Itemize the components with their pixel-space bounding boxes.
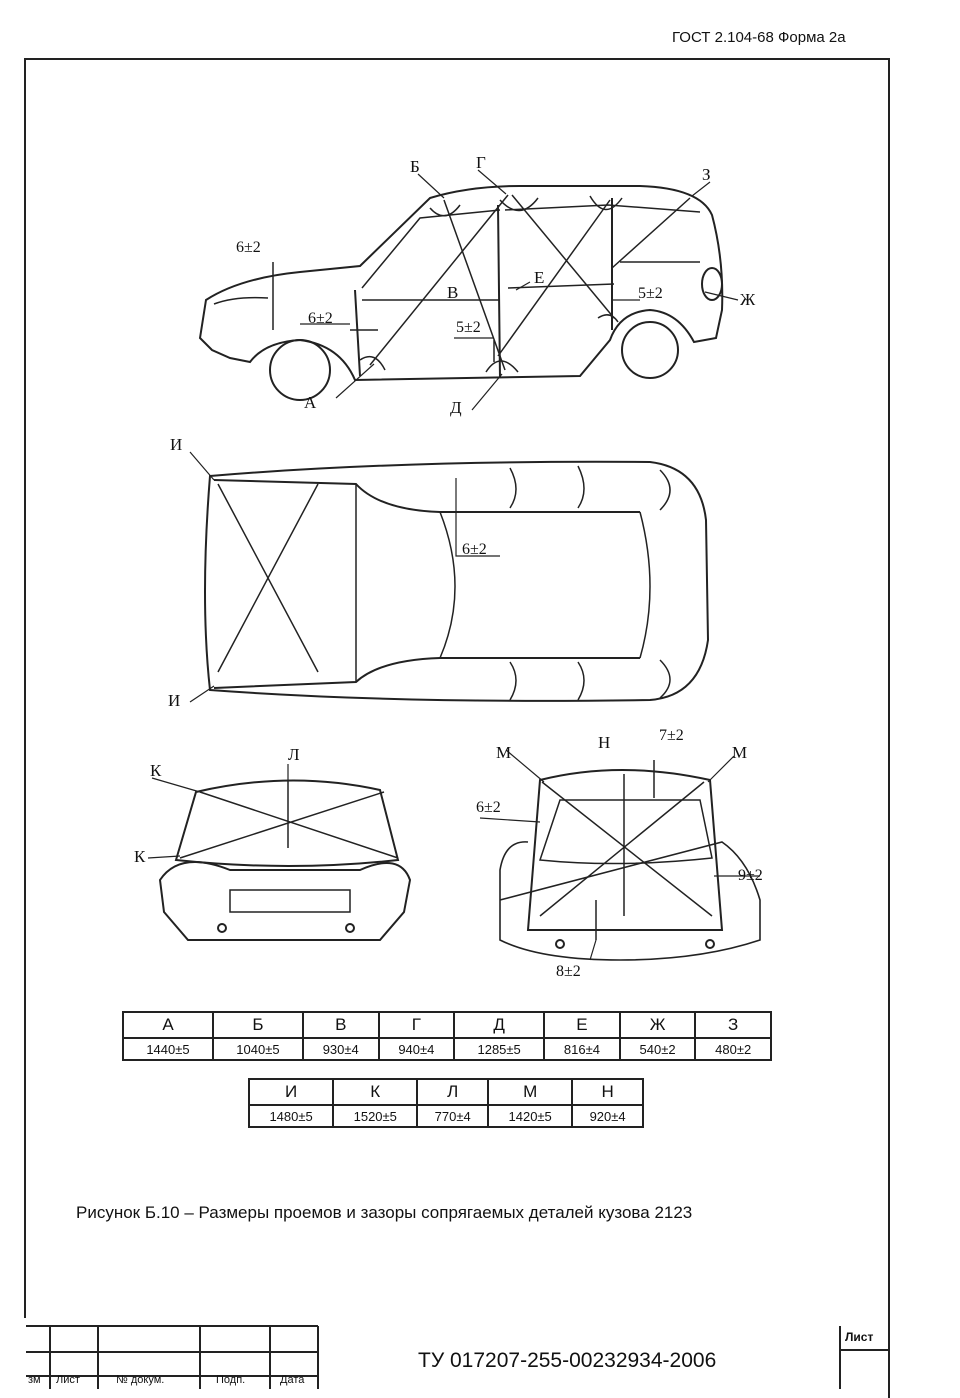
title-block-col: Подп.: [216, 1374, 246, 1386]
side-view: [198, 169, 739, 411]
table-cell: 1480±5: [247, 1104, 335, 1128]
table-cell: 480±2: [694, 1037, 772, 1061]
table-cell: 816±4: [543, 1037, 621, 1061]
dimension-table-top: А Б В Г Д Е Ж З 1440±5 1040±5 930±4 940±…: [122, 1011, 772, 1061]
hood-view: [147, 764, 412, 941]
table-cell: 1420±5: [487, 1104, 574, 1128]
table-cell: 1440±5: [122, 1037, 214, 1061]
table-cell: 540±2: [618, 1037, 697, 1061]
title-block-col: Дата: [280, 1374, 305, 1386]
dimension-table-bottom: И К Л М Н 1480±5 1520±5 770±4 1420±5 920…: [247, 1078, 644, 1128]
gap-label: 5±2: [456, 319, 481, 336]
table-cell: 1040±5: [211, 1037, 304, 1061]
gap-label: 9±2: [738, 867, 763, 884]
point-label: И: [170, 435, 182, 454]
top-view: [189, 451, 710, 703]
rear-point-labels: М Н М 7±2 6±2 9±2 8±2: [476, 727, 763, 980]
table-cell: 1520±5: [332, 1104, 419, 1128]
title-block-lines: [26, 1325, 888, 1389]
point-label: Д: [450, 398, 462, 417]
table-header: Д: [453, 1011, 546, 1039]
hood-point-labels: К Л К: [134, 745, 300, 866]
table-header: Н: [571, 1078, 644, 1106]
gap-label: 5±2: [638, 285, 663, 302]
sheet-label: Лист: [845, 1330, 874, 1344]
title-block-col: № докум.: [116, 1374, 165, 1386]
document-code: ТУ 017207-255-00232934-2006: [418, 1349, 717, 1372]
page-frame-left: [24, 58, 26, 1318]
title-block-col: зм: [28, 1374, 41, 1386]
point-label: Ж: [740, 290, 756, 309]
table-header: Л: [416, 1078, 490, 1106]
form-label: ГОСТ 2.104-68 Форма 2а: [672, 29, 846, 46]
rear-view: [479, 749, 761, 961]
table-cell: 770±4: [416, 1104, 490, 1128]
table-cell: 1285±5: [453, 1037, 546, 1061]
gap-label: 8±2: [556, 963, 581, 980]
point-label: И: [168, 691, 180, 710]
table-cell: 920±4: [571, 1104, 644, 1128]
point-label: М: [496, 743, 511, 762]
gap-label: 7±2: [659, 727, 684, 744]
title-block-col: Лист: [56, 1374, 80, 1386]
side-point-labels: Б Г З В Е Ж А Д 6±2 6±2 5±2 5±2: [236, 153, 756, 417]
table-header: Г: [377, 1011, 456, 1039]
point-label: Н: [598, 733, 610, 752]
point-label: З: [702, 165, 711, 184]
table-header: Е: [543, 1011, 621, 1039]
gap-label: 6±2: [462, 541, 487, 558]
point-label: М: [732, 743, 747, 762]
table-header: И: [247, 1078, 335, 1106]
point-label: В: [447, 283, 458, 302]
point-label: К: [134, 847, 146, 866]
side-body-outline: [198, 185, 724, 382]
point-label: Б: [410, 157, 420, 176]
point-label: К: [150, 761, 162, 780]
figure-caption: Рисунок Б.10 – Размеры проемов и зазоры …: [76, 1203, 693, 1222]
table-header: Ж: [618, 1011, 697, 1039]
gap-label: 6±2: [236, 239, 261, 256]
table-header: К: [332, 1078, 419, 1106]
table-header: З: [694, 1011, 772, 1039]
table-header: В: [301, 1011, 380, 1039]
top-point-labels: И И 6±2: [168, 435, 487, 710]
gap-label: 6±2: [308, 310, 333, 327]
table-header: Б: [211, 1011, 304, 1039]
point-label: А: [304, 393, 317, 412]
point-label: Л: [288, 745, 300, 764]
gap-label: 6±2: [476, 799, 501, 816]
table-header: М: [487, 1078, 574, 1106]
point-label: Е: [534, 268, 544, 287]
table-header: А: [122, 1011, 214, 1039]
page-frame: [24, 58, 890, 1398]
table-cell: 930±4: [301, 1037, 380, 1061]
point-label: Г: [476, 153, 486, 172]
table-cell: 940±4: [377, 1037, 456, 1061]
